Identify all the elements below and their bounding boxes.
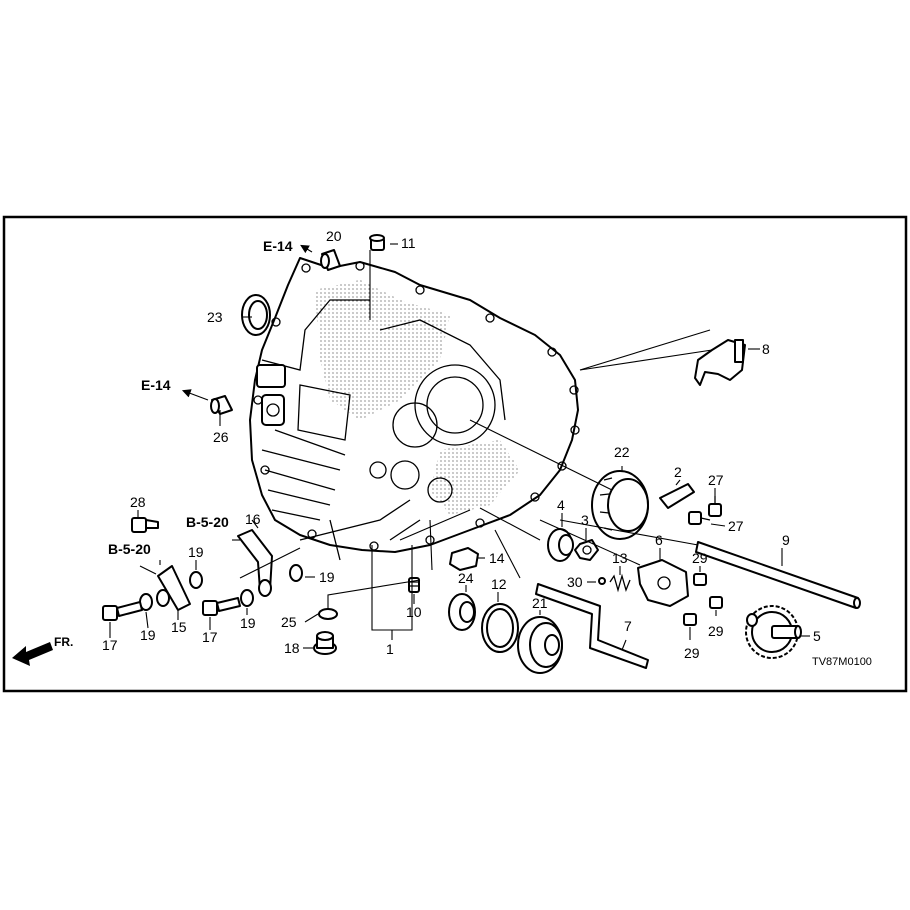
part-label-19-a: 19 (188, 544, 204, 560)
part-label-23: 23 (207, 309, 223, 325)
ref-arrow-b520-lower (139, 565, 157, 575)
part-label-12: 12 (491, 576, 507, 592)
diagram-code: TV87M0100 (812, 656, 872, 668)
bolt-part-27-lower (688, 511, 711, 525)
part-label-19-d: 19 (240, 615, 256, 631)
bolt-part-17-a (102, 601, 143, 621)
ref-label-e14-top: E-14 (263, 238, 293, 254)
part-label-29-a: 29 (692, 550, 708, 566)
ball-bearing-part-21 (517, 616, 563, 674)
part-label-8: 8 (762, 341, 770, 357)
part-label-14: 14 (489, 550, 505, 566)
part-label-2: 2 (674, 464, 682, 480)
spring-part-13 (609, 573, 631, 593)
part-label-15: 15 (171, 619, 187, 635)
washer-part-19-a (189, 571, 203, 589)
part-label-1: 1 (386, 641, 394, 657)
part-label-16: 16 (245, 511, 261, 527)
part-label-30: 30 (567, 574, 583, 590)
diagram-frame (2, 215, 908, 693)
bearing-part-24 (448, 593, 476, 631)
bolt-part-29-a (693, 573, 707, 586)
part-label-5: 5 (813, 628, 821, 644)
plate-part-6 (637, 559, 689, 607)
part-label-24: 24 (458, 570, 474, 586)
part-label-26: 26 (213, 429, 229, 445)
leader-lines (109, 243, 810, 651)
part-label-11: 11 (401, 235, 416, 251)
part-label-4: 4 (557, 497, 565, 513)
part-label-27-lower: 27 (728, 518, 744, 534)
part-label-6: 6 (655, 532, 663, 548)
collar-part-26 (210, 395, 233, 415)
part-label-21: 21 (532, 595, 548, 611)
washer-part-25 (318, 608, 338, 620)
part-label-29-c: 29 (684, 645, 700, 661)
sensor-part-14 (449, 547, 479, 571)
ref-label-b520-upper: B-5-20 (186, 514, 229, 530)
shift-fork-rod-part-7 (535, 583, 649, 669)
part-label-10: 10 (406, 604, 422, 620)
ball-part-30 (598, 577, 606, 585)
washer-part-19-d (240, 589, 254, 607)
bearing-part-4 (547, 528, 574, 562)
ref-arrow-e14-top (300, 244, 313, 254)
bolt-part-17-b (202, 597, 241, 616)
part-label-27-upper: 27 (708, 472, 724, 488)
ref-label-e14-left: E-14 (141, 377, 171, 393)
part-label-28: 28 (130, 494, 146, 510)
part-label-19-c: 19 (140, 627, 156, 643)
part-label-29-b: 29 (708, 623, 724, 639)
clutch-housing (249, 257, 580, 561)
bolt-part-28 (131, 517, 159, 533)
bracket-part-8 (694, 339, 746, 386)
front-label: FR. (54, 635, 73, 649)
snap-ring-part-12 (481, 603, 519, 653)
bolt-part-29-c (683, 613, 697, 626)
ref-arrow-e14-left (181, 389, 209, 401)
plate-part-2 (659, 483, 695, 509)
part-label-17-b: 17 (202, 629, 218, 645)
front-direction-arrow: FR. (12, 635, 73, 666)
drain-plug-part-18 (313, 631, 337, 655)
part-label-20: 20 (326, 228, 342, 244)
plug-part-11 (369, 234, 385, 251)
part-label-17-a: 17 (102, 637, 118, 653)
washer-part-19-b (289, 564, 303, 582)
ref-label-b520-lower: B-5-20 (108, 541, 151, 557)
shift-rod-part-9 (695, 541, 861, 609)
part-label-7: 7 (624, 618, 632, 634)
part-label-13: 13 (612, 550, 628, 566)
part-label-19-b: 19 (319, 569, 335, 585)
part-label-22: 22 (614, 444, 630, 460)
needle-bearing-part-22 (591, 470, 649, 540)
oil-seal-part-23 (241, 294, 271, 336)
part-label-3: 3 (581, 512, 589, 528)
gear-part-5 (745, 605, 802, 659)
part-label-25: 25 (281, 614, 297, 630)
bolt-part-29-b (709, 596, 723, 609)
bolt-part-27-upper (708, 496, 722, 517)
collar-part-20 (320, 249, 341, 271)
lever-part-15 (157, 565, 191, 611)
part-label-18: 18 (284, 640, 300, 656)
part-label-9: 9 (782, 532, 790, 548)
nut-part-3 (574, 539, 599, 561)
